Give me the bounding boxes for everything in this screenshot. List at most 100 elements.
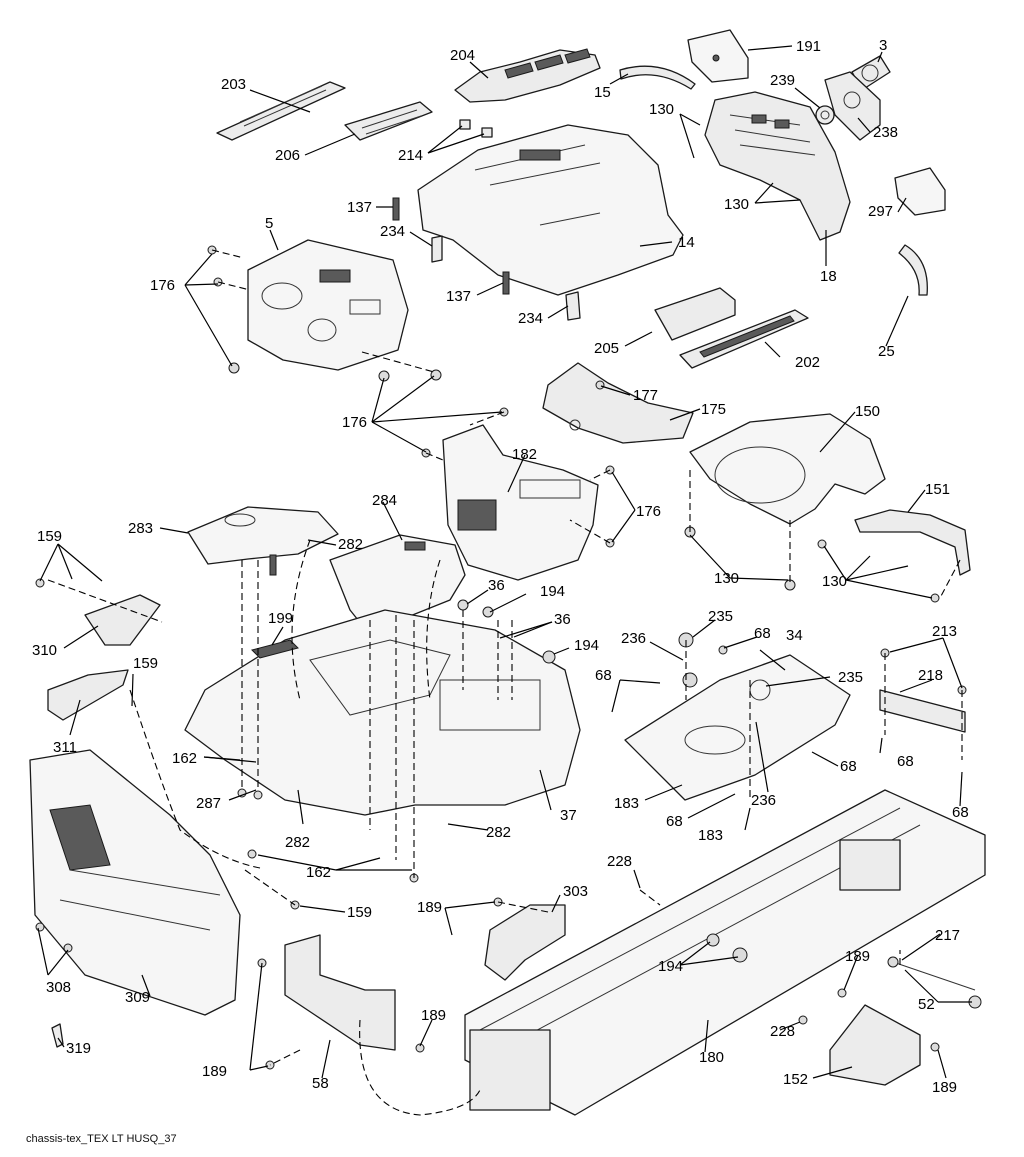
part-58-bracket xyxy=(284,934,396,1051)
callout-159: 159 xyxy=(347,904,372,921)
part-202-grille xyxy=(679,309,809,369)
callout-234: 234 xyxy=(518,310,543,327)
part-191-block xyxy=(687,29,749,83)
callout-228: 228 xyxy=(607,853,632,870)
callout-3: 3 xyxy=(879,37,887,54)
callout-183: 183 xyxy=(614,795,639,812)
callout-189: 189 xyxy=(845,948,870,965)
leader-lines xyxy=(37,45,972,1079)
callout-58: 58 xyxy=(312,1075,329,1092)
callout-180: 180 xyxy=(699,1049,724,1066)
callout-236: 236 xyxy=(751,792,776,809)
callout-303: 303 xyxy=(563,883,588,900)
callout-162: 162 xyxy=(172,750,197,767)
part-217-rod xyxy=(887,956,982,1009)
callout-34: 34 xyxy=(786,627,803,644)
callout-235: 235 xyxy=(838,669,863,686)
callout-176: 176 xyxy=(150,277,175,294)
part-14-main-hood xyxy=(417,124,684,296)
callout-68: 68 xyxy=(595,667,612,684)
callout-297: 297 xyxy=(868,203,893,220)
callout-175: 175 xyxy=(701,401,726,418)
callout-151: 151 xyxy=(925,481,950,498)
callout-159: 159 xyxy=(37,528,62,545)
callout-159: 159 xyxy=(133,655,158,672)
part-37-fender-body xyxy=(184,609,581,816)
part-150-footwell xyxy=(689,413,886,525)
callout-218: 218 xyxy=(918,667,943,684)
callout-36: 36 xyxy=(488,577,505,594)
part-203-grille-strip xyxy=(216,81,346,141)
callout-189: 189 xyxy=(932,1079,957,1096)
part-311-bracket xyxy=(47,669,129,721)
callout-162: 162 xyxy=(306,864,331,881)
callout-202: 202 xyxy=(795,354,820,371)
callout-labels: 203 204 191 3 15 239 238 130 206 214 130… xyxy=(32,37,969,1096)
callout-68: 68 xyxy=(952,804,969,821)
callout-283: 283 xyxy=(128,520,153,537)
part-283-fender xyxy=(187,506,339,576)
callout-239: 239 xyxy=(770,72,795,89)
callout-287: 287 xyxy=(196,795,221,812)
callout-189: 189 xyxy=(202,1063,227,1080)
part-218-bar xyxy=(879,689,966,733)
callout-176: 176 xyxy=(342,414,367,431)
callout-137: 137 xyxy=(446,288,471,305)
part-151-bracket xyxy=(854,509,971,576)
part-137-strip-b xyxy=(502,271,510,295)
diagram-footer-caption: chassis-tex_TEX LT HUSQ_37 xyxy=(26,1133,177,1145)
callout-217: 217 xyxy=(935,927,960,944)
part-205-grille xyxy=(654,287,736,341)
part-180-frame xyxy=(464,789,986,1116)
callout-189: 189 xyxy=(421,1007,446,1024)
callout-25: 25 xyxy=(878,343,895,360)
callout-130: 130 xyxy=(724,196,749,213)
part-25-bracket xyxy=(898,244,928,296)
part-15-arc-trim xyxy=(619,65,696,90)
callout-137: 137 xyxy=(347,199,372,216)
callout-14: 14 xyxy=(678,234,695,251)
callout-228: 228 xyxy=(770,1023,795,1040)
callout-311: 311 xyxy=(53,739,77,756)
part-18-hood-nose xyxy=(704,91,851,241)
callout-203: 203 xyxy=(221,76,246,93)
part-182-dash-cover xyxy=(442,424,599,581)
callout-194: 194 xyxy=(540,583,565,600)
callout-213: 213 xyxy=(932,623,957,640)
part-239-badge xyxy=(815,105,835,125)
callout-183: 183 xyxy=(698,827,723,844)
callout-152: 152 xyxy=(783,1071,808,1088)
part-34-plate xyxy=(624,654,851,801)
callout-205: 205 xyxy=(594,340,619,357)
part-199-plate xyxy=(251,639,299,659)
part-152-cover xyxy=(829,1004,921,1086)
part-297-block xyxy=(894,167,946,216)
callout-36: 36 xyxy=(554,611,571,628)
callout-177: 177 xyxy=(633,387,658,404)
callout-282: 282 xyxy=(338,536,363,553)
callout-236: 236 xyxy=(621,630,646,647)
callout-206: 206 xyxy=(275,147,300,164)
callout-18: 18 xyxy=(820,268,837,285)
callout-284: 284 xyxy=(372,492,397,509)
callout-214: 214 xyxy=(398,147,423,164)
callout-310: 310 xyxy=(32,642,57,659)
callout-199: 199 xyxy=(268,610,293,627)
part-234-pad-a xyxy=(431,235,443,263)
callout-319: 319 xyxy=(66,1040,91,1057)
callout-130: 130 xyxy=(822,573,847,590)
callout-176: 176 xyxy=(636,503,661,520)
part-204-hood-vent xyxy=(454,48,601,103)
assembly-lines xyxy=(47,249,963,1116)
part-206-grille-insert xyxy=(344,101,433,141)
callout-5: 5 xyxy=(265,215,273,232)
callout-150: 150 xyxy=(855,403,880,420)
callout-189: 189 xyxy=(417,899,442,916)
part-137-strip-a xyxy=(392,197,400,221)
callout-68: 68 xyxy=(840,758,857,775)
callout-68: 68 xyxy=(666,813,683,830)
callout-309: 309 xyxy=(125,989,150,1006)
callout-37: 37 xyxy=(560,807,577,824)
callout-15: 15 xyxy=(594,84,611,101)
